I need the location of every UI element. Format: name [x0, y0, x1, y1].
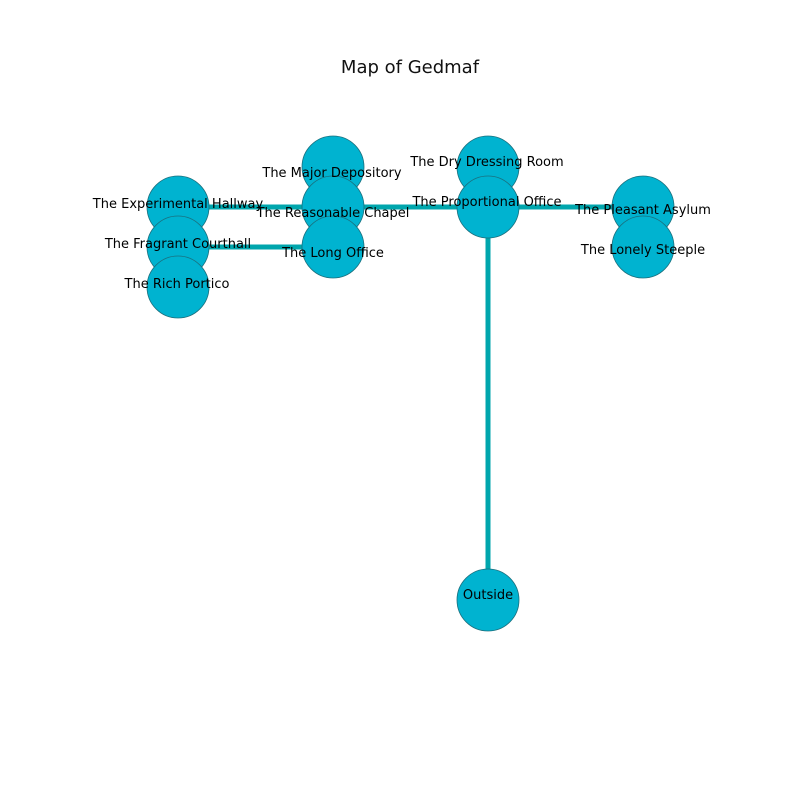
room-label-outside: Outside [463, 588, 513, 603]
room-node-long-office [301, 215, 365, 279]
room-label-dry-dressing-room: The Dry Dressing Room [409, 155, 563, 170]
connections-layer [178, 204, 643, 600]
room-label-experimental-hallway: The Experimental Hallway [92, 197, 264, 212]
room-label-long-office: The Long Office [281, 246, 384, 261]
room-label-proportional-office: The Proportional Office [411, 195, 561, 210]
room-label-lonely-steeple: The Lonely Steeple [580, 243, 705, 258]
room-node-lonely-steeple [611, 215, 675, 279]
room-node-outside [456, 568, 520, 632]
room-label-reasonable-chapel: The Reasonable Chapel [256, 206, 410, 221]
room-node-rich-portico [146, 255, 210, 319]
room-label-pleasant-asylum: The Pleasant Asylum [574, 203, 711, 218]
room-label-rich-portico: The Rich Portico [124, 277, 230, 292]
rooms-layer [146, 135, 675, 632]
map-title: Map of Gedmaf [341, 57, 480, 78]
room-node-proportional-office [456, 175, 520, 239]
room-label-major-depository: The Major Depository [261, 166, 402, 181]
room-label-fragrant-courthall: The Fragrant Courthall [104, 237, 251, 252]
